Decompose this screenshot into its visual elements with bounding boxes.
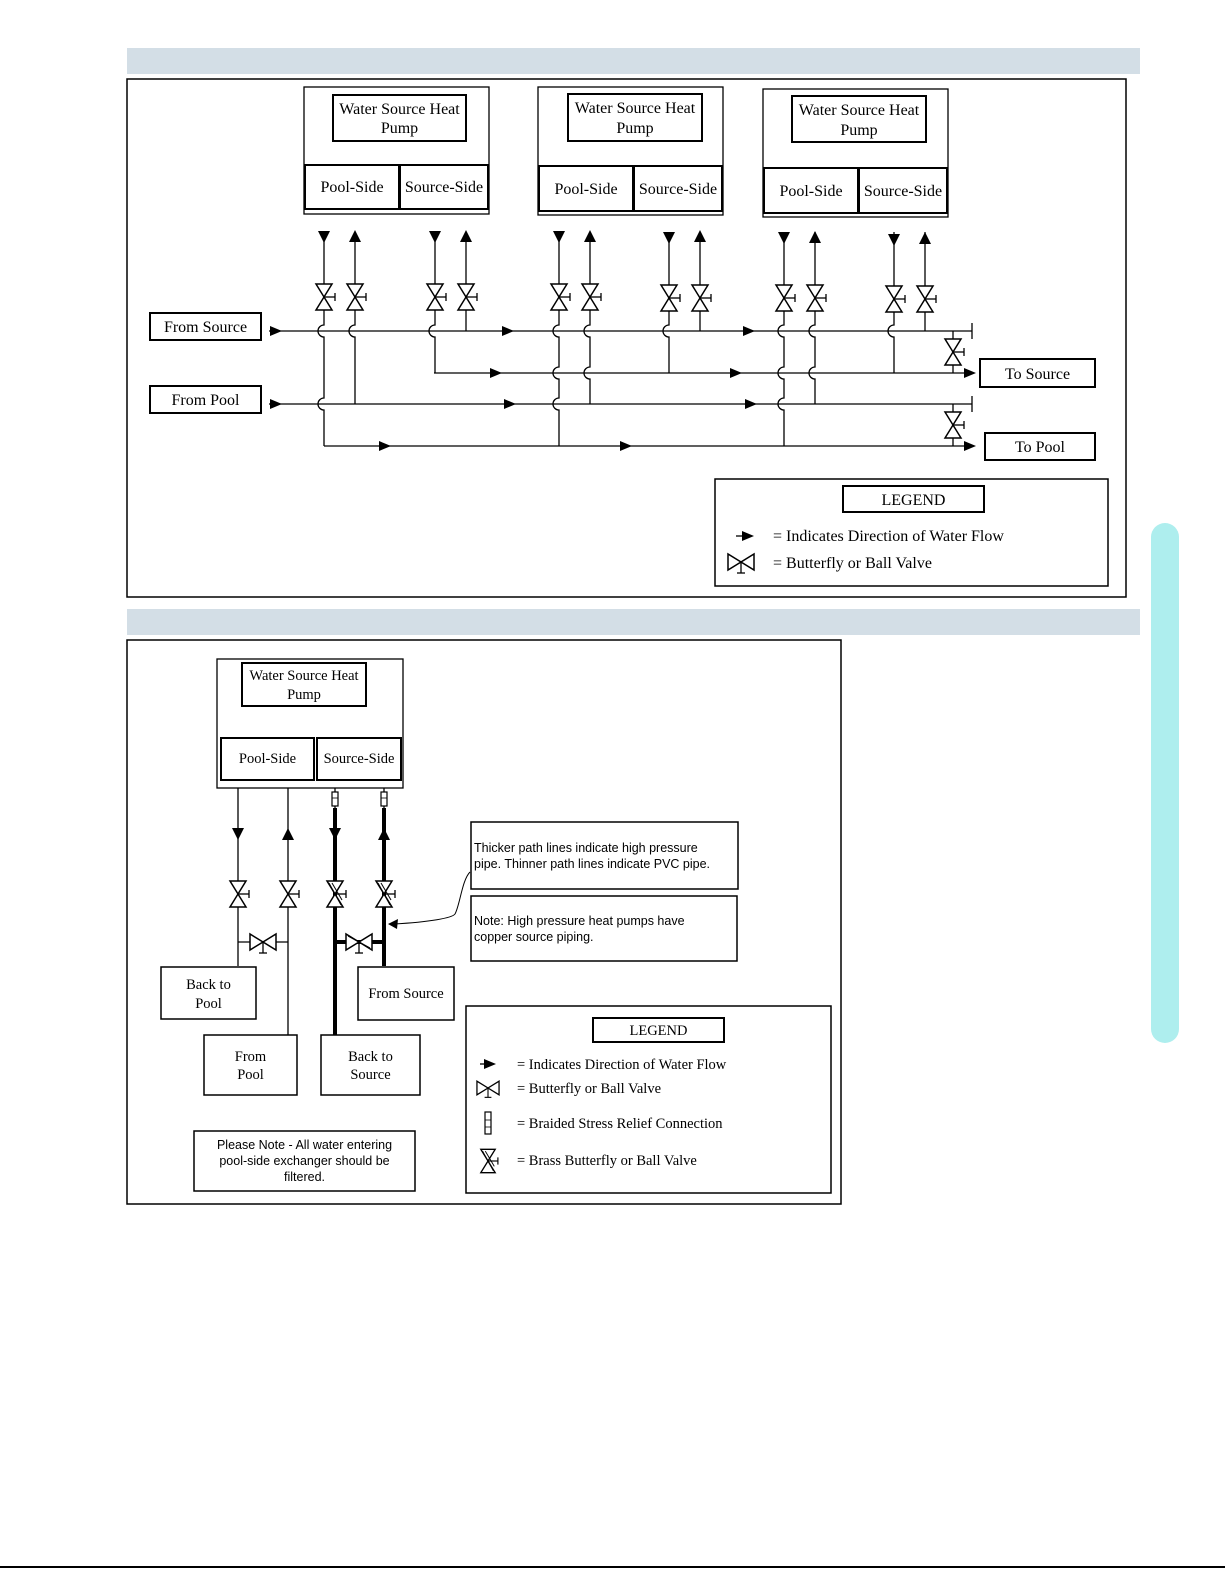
diagram2-valves	[229, 880, 396, 954]
pump-title-line1: Water Source Heat	[575, 100, 696, 117]
to-pool-label: To Pool	[1015, 439, 1066, 456]
from-source-label: From Source	[368, 986, 443, 1002]
pool-side-label: Pool-Side	[239, 751, 296, 767]
from-pool-label: From Pool	[171, 392, 240, 409]
note-thick-line2: pipe. Thinner path lines indicate PVC pi…	[474, 857, 710, 871]
diagram1-risers	[317, 232, 926, 446]
source-side-label: Source-Side	[864, 183, 942, 200]
diagram2-note-thick-lines: Thicker path lines indicate high pressur…	[470, 821, 739, 890]
diagram1-to-pool-box: To Pool	[984, 432, 1096, 461]
page-bottom-rule	[0, 1566, 1225, 1568]
pump-title-line1: Water Source Heat	[339, 101, 460, 118]
diagram2-legend: LEGEND = Indicates Direction of Water Fl…	[465, 1005, 832, 1194]
diagram2-flow-arrows	[232, 828, 390, 840]
from-pool-line2: Pool	[237, 1067, 264, 1083]
diagram1-frame	[126, 78, 1127, 598]
legend-valve-text: = Butterfly or Ball Valve	[517, 1081, 661, 1097]
back-to-pool-line2: Pool	[195, 996, 222, 1012]
pump-title-line2: Pump	[381, 120, 418, 137]
legend-brass-text: = Brass Butterfly or Ball Valve	[517, 1153, 697, 1169]
pump-title-line1: Water Source Heat	[249, 668, 358, 684]
diagram1-to-source-box: To Source	[979, 358, 1096, 388]
legend-title: LEGEND	[630, 1023, 688, 1039]
back-to-pool-line1: Back to	[186, 977, 231, 993]
legend-title: LEGEND	[882, 492, 946, 509]
source-side-label: Source-Side	[324, 751, 395, 767]
section-header-band-2	[127, 609, 1140, 635]
diagram2-pump: Water Source Heat Pump Pool-Side Source-…	[216, 658, 404, 789]
braided-connection-icon	[484, 1111, 492, 1135]
diagram1-pump-3: Water Source Heat Pump Pool-Side Source-…	[762, 88, 949, 218]
diagram1-from-source-box: From Source	[149, 312, 262, 341]
diagram2-braided-connectors	[331, 788, 388, 808]
source-side-label: Source-Side	[405, 179, 483, 196]
pool-side-label: Pool-Side	[779, 183, 842, 200]
note-thick-line1: Thicker path lines indicate high pressur…	[474, 841, 698, 855]
legend-braided-text: = Braided Stress Relief Connection	[517, 1116, 723, 1132]
legend-flow-text: = Indicates Direction of Water Flow	[773, 528, 1004, 545]
note-copper-line2: copper source piping.	[474, 930, 594, 944]
to-source-label: To Source	[1005, 366, 1070, 383]
please-note-line2: pool-side exchanger should be	[219, 1154, 389, 1168]
diagram1-pump-2: Water Source Heat Pump Pool-Side Source-…	[537, 86, 724, 216]
pump-title-line1: Water Source Heat	[799, 102, 920, 119]
back-to-source-line2: Source	[350, 1067, 390, 1083]
side-thumb-tab	[1151, 523, 1179, 1043]
diagram1-riser-arrows	[318, 230, 931, 246]
diagram2-frame	[126, 639, 842, 1205]
diagram2-from-source-box: From Source	[357, 966, 455, 1021]
source-side-label: Source-Side	[639, 181, 717, 198]
diagram2-from-pool-box: From Pool	[203, 1034, 298, 1096]
diagram2-please-note: Please Note - All water entering pool-si…	[193, 1130, 416, 1192]
please-note-line1: Please Note - All water entering	[217, 1138, 392, 1152]
legend-valve-text: = Butterfly or Ball Valve	[773, 555, 932, 572]
note-copper-line1: Note: High pressure heat pumps have	[474, 914, 685, 928]
diagram1-legend: LEGEND = Indicates Direction of Water Fl…	[714, 478, 1109, 587]
diagram2-back-to-source-box: Back to Source	[320, 1034, 421, 1096]
diagram1-manifolds	[269, 323, 973, 447]
pool-side-label: Pool-Side	[320, 179, 383, 196]
pump-title-line2: Pump	[616, 120, 653, 137]
from-source-label: From Source	[164, 319, 247, 336]
diagram1-pump-1: Water Source Heat Pump Pool-Side Source-…	[303, 86, 490, 215]
diagram2-note-copper: Note: High pressure heat pumps have copp…	[470, 895, 738, 962]
pump-title-line2: Pump	[287, 687, 321, 703]
diagram1-valves	[315, 283, 965, 439]
diagram1-from-pool-box: From Pool	[149, 385, 262, 414]
legend-flow-text: = Indicates Direction of Water Flow	[517, 1057, 727, 1073]
diagram2-back-to-pool-box: Back to Pool	[160, 966, 257, 1020]
from-pool-line1: From	[235, 1049, 267, 1065]
pool-side-label: Pool-Side	[554, 181, 617, 198]
section-header-band-1	[127, 48, 1140, 74]
diagram1-flow-arrows	[270, 326, 976, 451]
please-note-line3: filtered.	[284, 1170, 325, 1184]
pump-title-line2: Pump	[840, 122, 877, 139]
diagram2-note-leader	[388, 871, 471, 929]
back-to-source-line1: Back to	[348, 1049, 393, 1065]
